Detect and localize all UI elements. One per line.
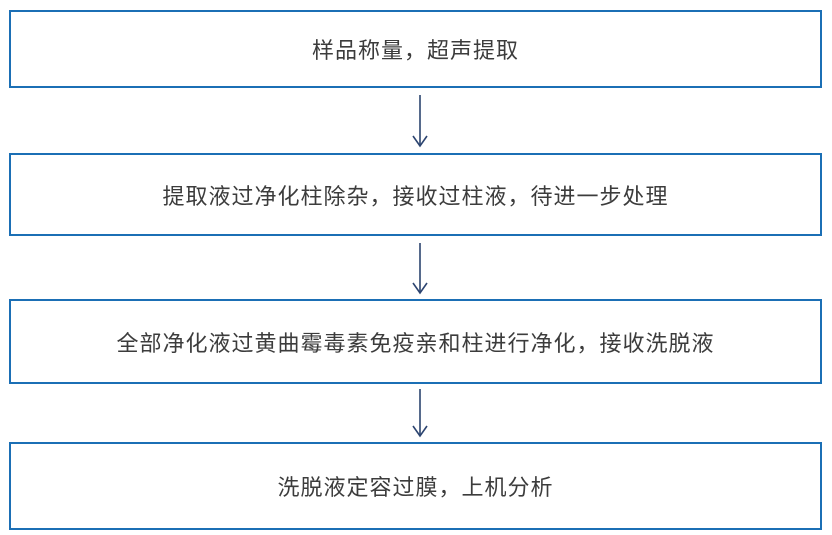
flow-step-4-label: 洗脱液定容过膜，上机分析 [277,476,554,501]
flow-step-2-label: 提取液过净化柱除杂，接收过柱液，待进一步处理 [162,184,669,210]
flow-step-3: 全部净化液过黄曲霉毒素免疫亲和柱进行净化，接收洗脱液 [9,299,822,384]
flow-step-1-label: 样品称量，超声提取 [311,39,519,64]
flow-step-4: 洗脱液定容过膜，上机分析 [9,442,822,530]
flow-step-2: 提取液过净化柱除杂，接收过柱液，待进一步处理 [9,153,822,236]
flow-step-1: 样品称量，超声提取 [9,10,822,88]
down-arrow-icon [411,95,429,149]
flow-step-3-label: 全部净化液过黄曲霉毒素免疫亲和柱进行净化，接收洗脱液 [116,331,715,357]
down-arrow-icon [411,389,429,439]
down-arrow-icon [411,243,429,296]
